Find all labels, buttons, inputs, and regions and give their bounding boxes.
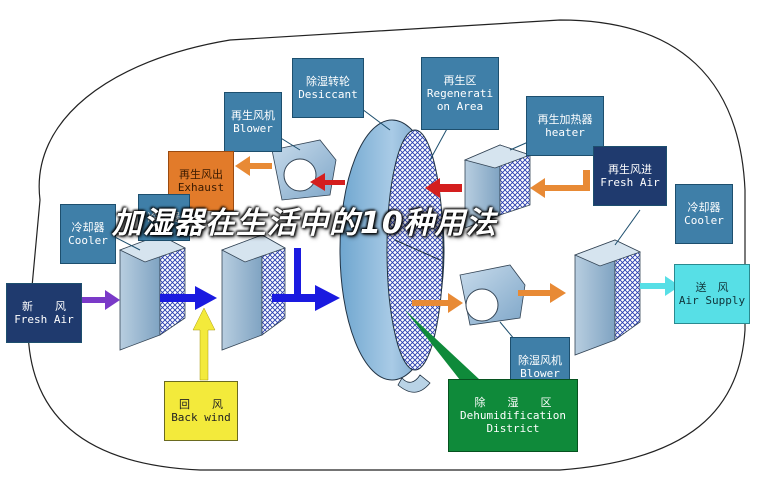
desiccant-wheel	[339, 119, 445, 393]
cooler-left-unit	[118, 234, 187, 351]
label-cooler-mid: 冷却器	[138, 194, 190, 241]
cooler-mid-unit	[221, 234, 286, 351]
air-arrows	[80, 156, 680, 381]
duct-outline	[27, 19, 746, 471]
cooler-right-unit	[573, 239, 642, 356]
dehum-pointer	[405, 310, 480, 380]
regen-heater-unit	[463, 144, 532, 229]
process-blower-unit	[459, 264, 526, 326]
overlay-title: 加湿器在生活中的10种用法	[112, 206, 497, 241]
